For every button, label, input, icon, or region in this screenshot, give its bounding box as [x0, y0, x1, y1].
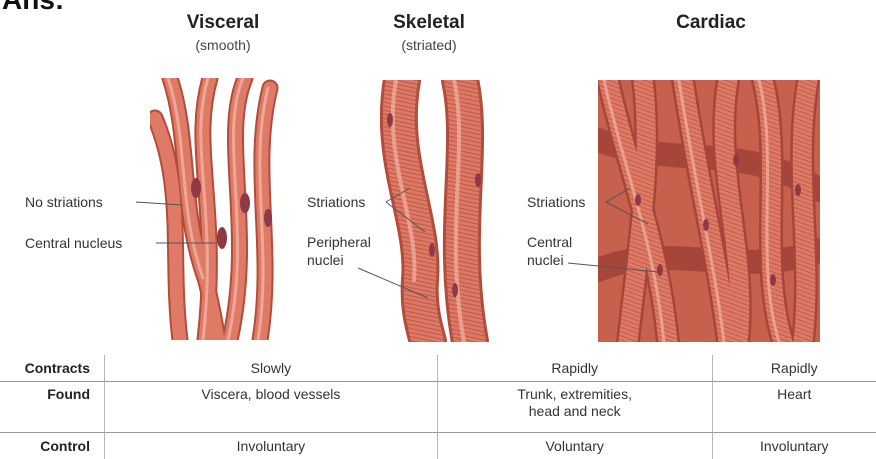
cell-cardiac-contracts: Rapidly — [712, 355, 876, 382]
cell-skeletal-found: Trunk, extremities, head and neck — [437, 382, 712, 433]
skeletal-peripheral-line1: Peripheral — [307, 233, 371, 251]
table-row-found: Found Viscera, blood vessels Trunk, extr… — [0, 382, 876, 433]
skeletal-peripheral-line2: nuclei — [307, 251, 371, 269]
skeletal-peripheral-nuclei-label: Peripheral nuclei — [307, 233, 371, 269]
comparison-table: Contracts Slowly Rapidly Rapidly Found V… — [0, 355, 876, 459]
cell-skeletal-found-line1: Trunk, extremities, — [438, 386, 712, 403]
cell-cardiac-found: Heart — [712, 382, 876, 433]
cardiac-central-line1: Central — [527, 233, 572, 251]
skeletal-striations-label: Striations — [307, 194, 365, 210]
cell-visceral-contracts: Slowly — [105, 355, 438, 382]
cell-skeletal-found-line2: head and neck — [438, 403, 712, 420]
row-header-contracts: Contracts — [0, 355, 105, 382]
visceral-central-nucleus-label: Central nucleus — [25, 235, 122, 251]
cell-skeletal-contracts: Rapidly — [437, 355, 712, 382]
cardiac-central-nuclei-label: Central nuclei — [527, 233, 572, 269]
table-row-control: Control Involuntary Voluntary Involuntar… — [0, 433, 876, 459]
cell-cardiac-control: Involuntary — [712, 433, 876, 459]
row-header-found: Found — [0, 382, 105, 433]
cardiac-central-line2: nuclei — [527, 251, 572, 269]
cardiac-striations-label: Striations — [527, 194, 585, 210]
cell-skeletal-control: Voluntary — [437, 433, 712, 459]
cell-cardiac-found-line1: Heart — [713, 386, 876, 403]
cell-visceral-found: Viscera, blood vessels — [105, 382, 438, 433]
cell-visceral-control: Involuntary — [105, 433, 438, 459]
visceral-no-striations-label: No striations — [25, 194, 103, 210]
table-row-contracts: Contracts Slowly Rapidly Rapidly — [0, 355, 876, 382]
row-header-control: Control — [0, 433, 105, 459]
cell-visceral-found-line1: Viscera, blood vessels — [105, 386, 437, 403]
